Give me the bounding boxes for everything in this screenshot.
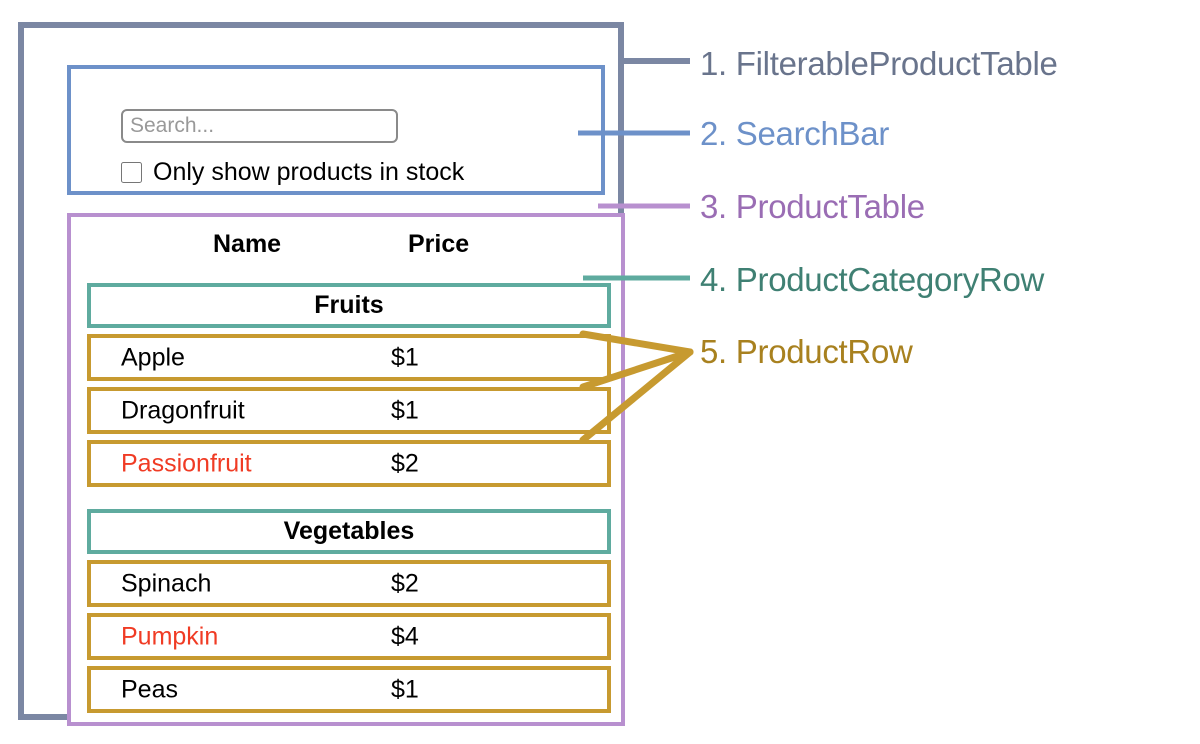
legend-item-product-category-row: 4. ProductCategoryRow: [700, 261, 1045, 298]
product-row[interactable]: Pumpkin $4: [87, 613, 611, 660]
product-price: $4: [391, 622, 419, 650]
product-name: Dragonfruit: [121, 396, 245, 424]
group-spacer: [87, 487, 611, 509]
legend-item-search-bar: 2. SearchBar: [700, 115, 890, 152]
product-table-rows: Fruits Apple $1 Dragonfruit $1 Passionfr…: [87, 283, 611, 713]
product-price: $1: [391, 675, 419, 703]
product-category-row: Vegetables: [87, 509, 611, 554]
product-price: $1: [391, 343, 419, 371]
filterable-product-table-frame: Only show products in stock Name Price F…: [18, 22, 625, 726]
search-input[interactable]: [121, 109, 398, 143]
product-row[interactable]: Peas $1: [87, 666, 611, 713]
product-price: $1: [391, 396, 419, 424]
stock-filter-row[interactable]: Only show products in stock: [121, 157, 464, 187]
product-name: Passionfruit: [121, 449, 252, 477]
product-price: $2: [391, 449, 419, 477]
product-category-row: Fruits: [87, 283, 611, 328]
product-name: Spinach: [121, 569, 212, 597]
product-price: $2: [391, 569, 419, 597]
product-row[interactable]: Apple $1: [87, 334, 611, 381]
product-name: Pumpkin: [121, 622, 219, 650]
search-bar-frame: Only show products in stock: [67, 65, 605, 195]
legend-item-product-row: 5. ProductRow: [700, 333, 913, 370]
only-in-stock-checkbox[interactable]: [121, 161, 142, 183]
column-header-price: Price: [408, 230, 470, 258]
product-row[interactable]: Passionfruit $2: [87, 440, 611, 487]
legend-item-filterable-product-table: 1. FilterableProductTable: [700, 45, 1058, 82]
product-row[interactable]: Dragonfruit $1: [87, 387, 611, 434]
column-header-name: Name: [213, 230, 282, 258]
product-table-header: Name Price: [71, 230, 611, 270]
product-row[interactable]: Spinach $2: [87, 560, 611, 607]
product-name: Apple: [121, 343, 185, 371]
only-in-stock-label: Only show products in stock: [153, 157, 465, 186]
product-name: Peas: [121, 675, 178, 703]
product-table-frame: Name Price Fruits Apple $1 Dragonfruit $…: [67, 213, 625, 726]
legend-item-product-table: 3. ProductTable: [700, 188, 925, 225]
